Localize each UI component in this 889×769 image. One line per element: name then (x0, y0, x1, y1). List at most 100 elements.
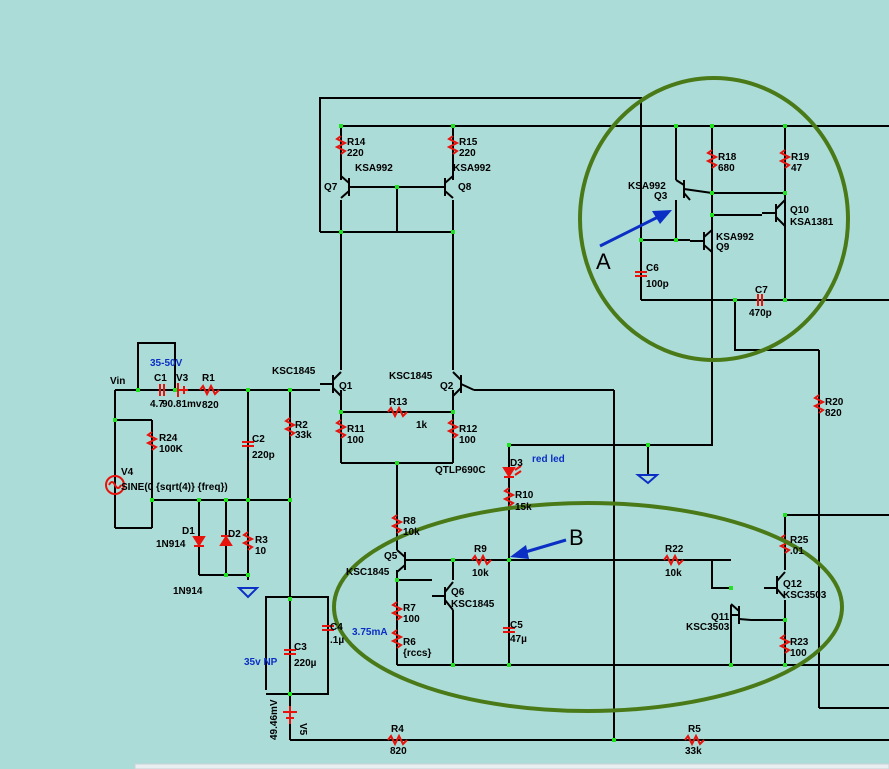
q9-type: KSA992 (716, 232, 754, 243)
c5-name: C5 (510, 620, 523, 631)
r23-value: 100 (790, 648, 807, 659)
q2-name: Q2 (440, 381, 454, 392)
q8-name: Q8 (458, 182, 472, 193)
q8-transistor (432, 175, 454, 199)
d1-name: D1 (182, 526, 195, 537)
c2-capacitor (242, 441, 254, 447)
r20-value: 820 (825, 408, 842, 419)
q2-type: KSC1845 (389, 371, 433, 382)
r5-name: R5 (688, 724, 701, 735)
r6-value: {rccs} (403, 648, 431, 659)
c4-capacitor (322, 625, 334, 631)
q3-transistor (675, 179, 713, 201)
c3-value: 220µ (294, 658, 317, 669)
q10-type: KSA1381 (790, 217, 834, 228)
q7-name: Q7 (324, 182, 338, 193)
q1-transistor (320, 371, 342, 397)
c3-name: C3 (294, 642, 307, 653)
r24-resistor (145, 431, 159, 451)
q6-transistor (432, 581, 454, 611)
v4-value: SINE(0 {sqrt(4)} {freq}) (121, 482, 228, 493)
r11-resistor (334, 419, 348, 439)
r9-name: R9 (474, 544, 487, 555)
r23-resistor (778, 634, 792, 654)
c3-capacitor (284, 649, 296, 655)
r22-name: R22 (665, 544, 684, 555)
v4-source (105, 475, 125, 495)
r15-resistor (446, 135, 460, 155)
d2-value: 1N914 (173, 586, 203, 597)
r20-resistor (812, 394, 826, 414)
r10-resistor (502, 487, 516, 507)
r24-name: R24 (159, 433, 178, 444)
q8-type: KSA992 (453, 163, 491, 174)
r6-resistor (390, 629, 404, 649)
v5-name: V5 (297, 723, 308, 736)
current-note: 3.75mA (352, 627, 388, 638)
callout-a-label: A (596, 249, 611, 274)
q9-transistor (690, 229, 713, 253)
r8-value: 10k (403, 527, 420, 538)
v4-name: V4 (121, 467, 134, 478)
r22-resistor (663, 553, 684, 567)
q5-transistor (396, 549, 418, 573)
c1-capacitor (159, 384, 165, 396)
v5-source (283, 706, 297, 724)
r14-value: 220 (347, 148, 364, 159)
annotation-ellipse-b (332, 501, 844, 713)
r7-name: R7 (403, 603, 416, 614)
ground-symbols (236, 474, 660, 599)
c1-value: 4.7 (150, 399, 164, 410)
r10-name: R10 (515, 490, 534, 501)
arrow-a (599, 214, 661, 248)
r19-name: R19 (791, 152, 810, 163)
r11-value: 100 (347, 435, 364, 446)
q6-name: Q6 (451, 587, 465, 598)
v5-value: 49.46mV (269, 699, 280, 740)
r15-value: 220 (459, 148, 476, 159)
q10-name: Q10 (790, 205, 809, 216)
transistors (320, 175, 786, 624)
annotations (332, 76, 850, 713)
r13-value: 1k (416, 420, 428, 431)
d3-value: QTLP690C (435, 465, 486, 476)
r4-resistor (387, 733, 408, 747)
r10-value: 15k (515, 502, 532, 513)
r3-value: 10 (255, 546, 267, 557)
d3-led (502, 465, 522, 478)
r12-value: 100 (459, 435, 476, 446)
r2-value: 33k (295, 430, 312, 441)
r18-value: 680 (718, 163, 735, 174)
r3-resistor (241, 531, 255, 551)
q10-transistor (762, 199, 786, 227)
r18-resistor (705, 149, 719, 169)
bottom-scrollbar[interactable] (134, 763, 889, 769)
r15-name: R15 (459, 137, 478, 148)
r5-resistor (684, 733, 705, 747)
c1-name: C1 (154, 373, 167, 384)
r12-name: R12 (459, 424, 478, 435)
r22-value: 10k (665, 568, 682, 579)
q2-transistor (452, 371, 475, 397)
wires (114, 97, 889, 741)
q7-type: KSA992 (355, 163, 393, 174)
r7-resistor (390, 601, 404, 621)
r4-name: R4 (391, 724, 404, 735)
junction-nodes (113, 124, 787, 742)
r11-name: R11 (347, 424, 365, 435)
c6-capacitor (635, 271, 647, 277)
v3-value: 90.81mv (162, 399, 202, 410)
r18-name: R18 (718, 152, 737, 163)
r5-value: 33k (685, 746, 702, 757)
vin-label: Vin (110, 376, 125, 387)
r9-resistor (471, 553, 492, 567)
r14-name: R14 (347, 137, 366, 148)
r20-name: R20 (825, 397, 844, 408)
c2-name: C2 (252, 434, 265, 445)
d2-diode (219, 535, 233, 546)
r13-resistor (387, 405, 408, 419)
q1-name: Q1 (339, 381, 353, 392)
r1-resistor (199, 383, 220, 397)
q5-name: Q5 (384, 551, 398, 562)
r3-name: R3 (255, 535, 268, 546)
